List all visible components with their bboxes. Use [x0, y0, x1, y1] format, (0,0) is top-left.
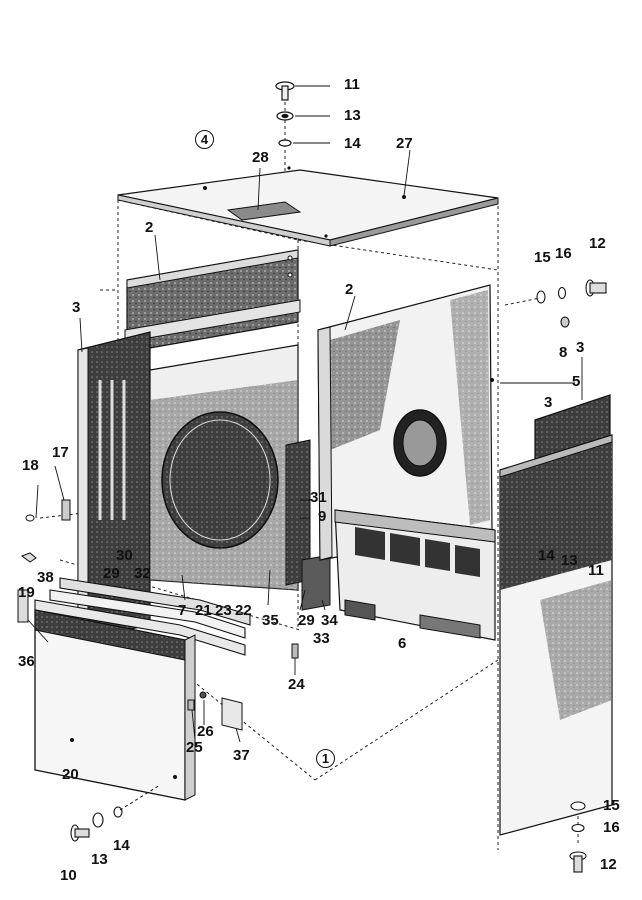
- label-29-right: 29: [298, 612, 315, 629]
- control-board: [301, 554, 331, 611]
- label-19: 19: [18, 584, 35, 601]
- label-15-bottom: 15: [603, 797, 620, 814]
- label-25: 25: [186, 739, 203, 756]
- label-31: 31: [310, 489, 327, 506]
- label-4-circled: 4: [195, 130, 214, 149]
- label-14-top: 14: [344, 135, 361, 152]
- label-23: 23: [215, 602, 232, 619]
- bracket: [221, 697, 243, 731]
- top-panel: [117, 169, 499, 241]
- fastener-bottom-right: [569, 801, 587, 873]
- label-17: 17: [52, 444, 69, 461]
- label-24: 24: [288, 676, 305, 693]
- label-3-left: 3: [72, 299, 81, 316]
- label-11-top: 11: [344, 76, 360, 93]
- label-13-top: 13: [344, 107, 361, 124]
- label-2-right: 2: [345, 281, 354, 298]
- label-28: 28: [252, 149, 269, 166]
- label-8: 8: [559, 344, 568, 361]
- label-13-bottom: 13: [91, 851, 108, 868]
- label-21: 21: [195, 602, 212, 619]
- label-27: 27: [396, 135, 413, 152]
- label-14-bottom: 14: [113, 837, 130, 854]
- label-35: 35: [262, 612, 279, 629]
- label-12-bottom: 12: [600, 856, 617, 873]
- label-6: 6: [398, 635, 407, 652]
- label-38: 38: [37, 569, 54, 586]
- label-26: 26: [197, 723, 214, 740]
- label-16-top: 16: [555, 245, 572, 262]
- label-10: 10: [60, 867, 77, 884]
- label-15-top: 15: [534, 249, 551, 266]
- label-2-left: 2: [145, 219, 154, 236]
- top-access-plate: [226, 201, 302, 221]
- label-1-circled: 1: [316, 749, 335, 768]
- label-29-left: 29: [103, 565, 120, 582]
- label-13-right: 13: [561, 552, 578, 569]
- small-parts: [20, 499, 299, 711]
- label-18: 18: [22, 457, 39, 474]
- label-14-right: 14: [538, 547, 555, 564]
- fastener-bottom-left: [70, 806, 123, 842]
- label-34: 34: [321, 612, 338, 629]
- label-12-top: 12: [589, 235, 606, 252]
- fastener-right: [536, 279, 607, 328]
- label-30: 30: [116, 547, 133, 564]
- base-rail-middle: [49, 589, 246, 639]
- front-panel-opening: [161, 411, 279, 549]
- fastener-top: [275, 81, 295, 147]
- label-3-right: 3: [576, 339, 585, 356]
- label-37: 37: [233, 747, 250, 764]
- label-16-bottom: 16: [603, 819, 620, 836]
- label-5: 5: [572, 373, 581, 390]
- label-7: 7: [178, 602, 187, 619]
- label-9: 9: [318, 508, 327, 525]
- label-33: 33: [313, 630, 330, 647]
- label-36: 36: [18, 653, 35, 670]
- base-rail-back: [59, 577, 251, 626]
- label-11-right: 11: [588, 562, 604, 579]
- label-3-right-lower: 3: [544, 394, 553, 411]
- louver-slots: [355, 527, 480, 577]
- leader-lines: [27, 149, 583, 743]
- label-20: 20: [62, 766, 79, 783]
- label-32: 32: [134, 565, 151, 582]
- label-22: 22: [235, 602, 252, 619]
